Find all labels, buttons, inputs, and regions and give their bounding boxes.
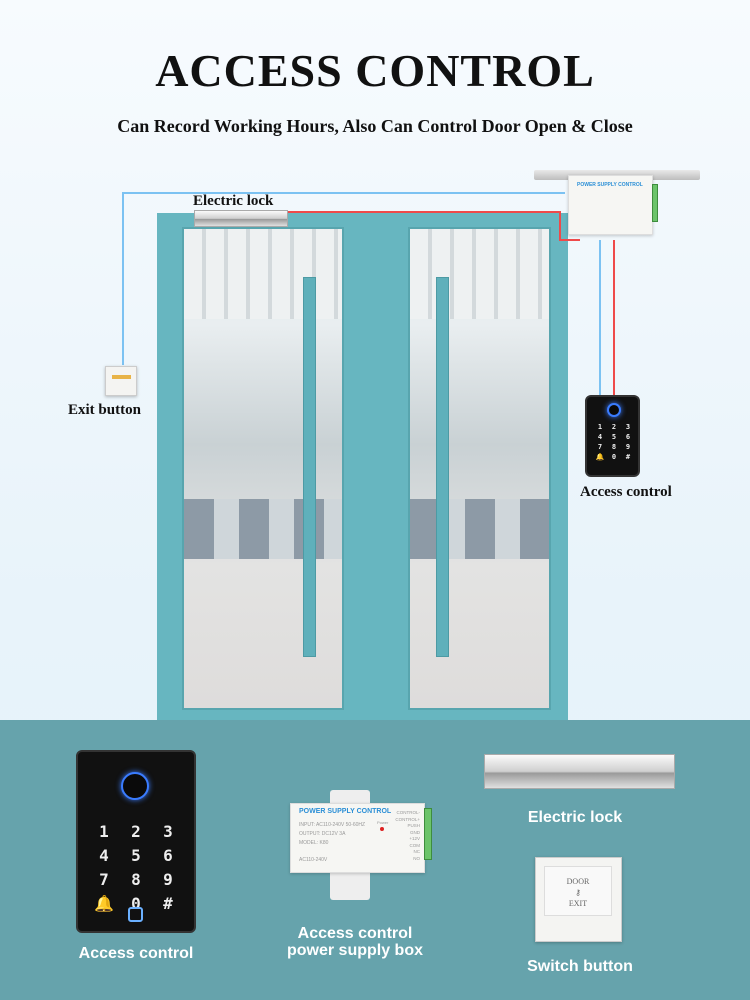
psu-diagram-title: POWER SUPPLY CONTROL	[577, 182, 643, 188]
psu-model: MODEL: K80	[299, 840, 329, 846]
wiring	[122, 192, 615, 395]
signal-wire-exit	[122, 192, 565, 365]
psu-power-label: Power	[377, 820, 389, 825]
exit-button-label: Exit button	[68, 402, 141, 418]
switch-button-product: DOOR⚷EXIT	[535, 857, 622, 942]
door-glass-right	[408, 227, 551, 710]
electric-lock-product	[484, 754, 675, 789]
psu-ac: AC110-240V	[299, 857, 328, 863]
access-control-product-label: Access control	[78, 945, 194, 962]
switch-button-product-label: Switch button	[527, 958, 633, 975]
power-supply-product: POWER SUPPLY CONTROL INPUT: AC110-240V 5…	[290, 803, 432, 873]
power-wire-lock	[288, 211, 580, 241]
glass-door	[157, 213, 568, 723]
key-icon: ⚷	[575, 888, 581, 897]
page-title: ACCESS CONTROL	[155, 45, 595, 96]
psu-input: INPUT: AC110-240V 50-60HZ	[299, 822, 366, 828]
access-control-label: Access control	[580, 484, 672, 500]
psu-output: OUTPUT: DC12V 3A	[299, 831, 346, 837]
page-subtitle: Can Record Working Hours, Also Can Contr…	[117, 116, 633, 136]
door-handle-left	[303, 277, 316, 657]
electric-lock-product-label: Electric lock	[527, 809, 623, 826]
exit-button-diagram	[105, 366, 137, 396]
door-handle-right	[436, 277, 449, 657]
electric-lock-label: Electric lock	[193, 193, 274, 209]
psu-title: POWER SUPPLY CONTROL	[299, 808, 392, 815]
power-led	[380, 827, 384, 831]
electric-lock-diagram	[194, 210, 288, 227]
power-supply-diagram: POWER SUPPLY CONTROL	[568, 175, 658, 235]
